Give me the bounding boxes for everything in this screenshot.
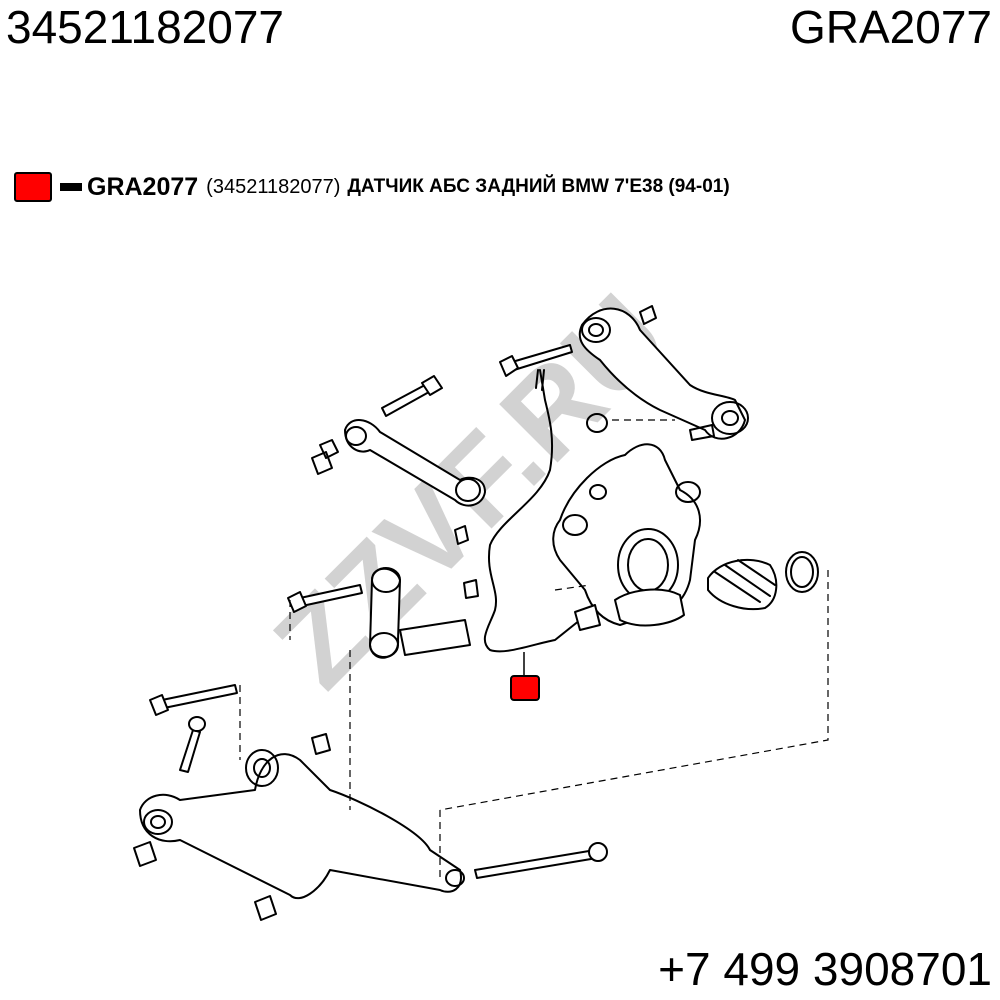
legend-oem-number: (34521182077) <box>206 175 341 198</box>
nut-top <box>639 305 657 325</box>
legend-dash <box>60 183 82 191</box>
toe-link-arm <box>344 419 486 507</box>
abs-sensor-highlight-marker <box>510 675 540 701</box>
bolt-upper-right <box>499 344 573 377</box>
bolt-lower-long <box>474 842 608 879</box>
lower-control-arm <box>139 749 465 900</box>
bolt-left-upper <box>381 375 443 417</box>
legend: GRA2077 (34521182077) ДАТЧИК АБС ЗАДНИЙ … <box>14 170 730 204</box>
part-number: 34521182077 <box>6 1 284 53</box>
clip <box>454 525 469 545</box>
brand-code: GRA2077 <box>789 1 992 53</box>
o-ring <box>785 551 819 593</box>
upper-control-arm <box>578 307 749 440</box>
cv-boot <box>707 558 778 611</box>
bolt-small-right <box>689 424 715 441</box>
nut-center <box>463 579 479 599</box>
nut-lower-3 <box>254 895 277 921</box>
bolt-guide-link <box>287 584 363 613</box>
legend-description: ДАТЧИК АБС ЗАДНИЙ BMW 7'E38 (94-01) <box>347 176 730 197</box>
wheel-carrier <box>552 443 701 627</box>
bolt-vertical <box>179 716 206 773</box>
leader-lines <box>239 419 829 880</box>
guide-link <box>369 567 471 659</box>
phone-number: +7 499 3908701 <box>658 943 992 995</box>
nut-lower-1 <box>311 733 331 755</box>
nut-left-2 <box>311 451 333 475</box>
bolt-lower-left <box>149 684 238 716</box>
nut-lower-2 <box>133 841 157 867</box>
legend-code: GRA2077 <box>87 172 199 201</box>
legend-marker-swatch <box>14 172 52 202</box>
abs-sensor-cable <box>483 369 601 653</box>
nut-left-1 <box>319 439 339 459</box>
bush-small <box>586 413 608 433</box>
